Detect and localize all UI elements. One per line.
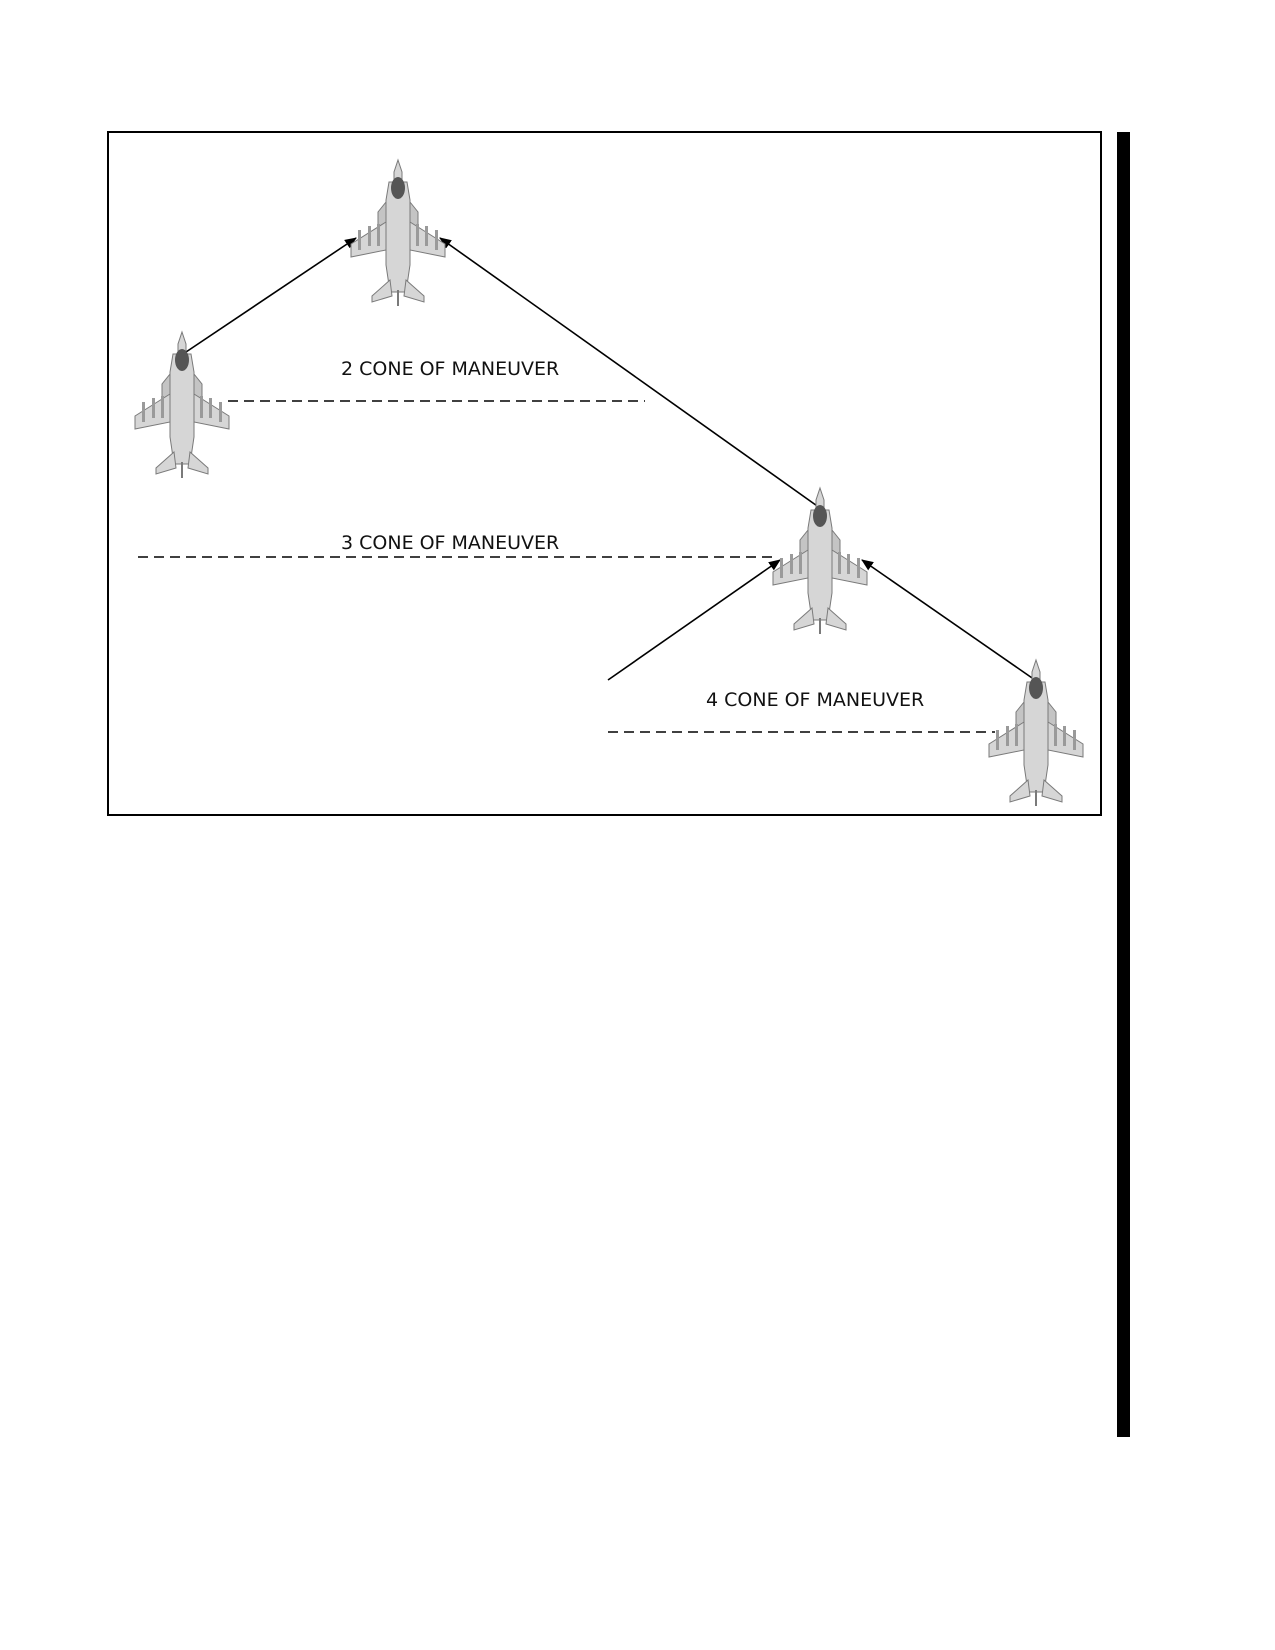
cone-3-label: 3 CONE OF MANEUVER: [341, 532, 559, 554]
cone-2-label: 2 CONE OF MANEUVER: [341, 358, 559, 380]
wingman-2-aircraft-icon: [134, 331, 230, 479]
cone-4-label: 4 CONE OF MANEUVER: [706, 689, 924, 711]
change-bar: [1117, 132, 1130, 1437]
wingman-2-to-lead-arrow: [185, 237, 357, 353]
wingman-3-to-lead-arrow: [439, 237, 821, 509]
figure-frame: [107, 131, 1102, 816]
cone-4-boundary-arrow: [607, 559, 781, 681]
wingman-4-to-wingman-3-arrow: [861, 559, 1036, 681]
wingman-3-aircraft-icon: [772, 487, 868, 635]
lead-aircraft-icon: [350, 159, 446, 307]
wingman-4-aircraft-icon: [988, 659, 1084, 807]
